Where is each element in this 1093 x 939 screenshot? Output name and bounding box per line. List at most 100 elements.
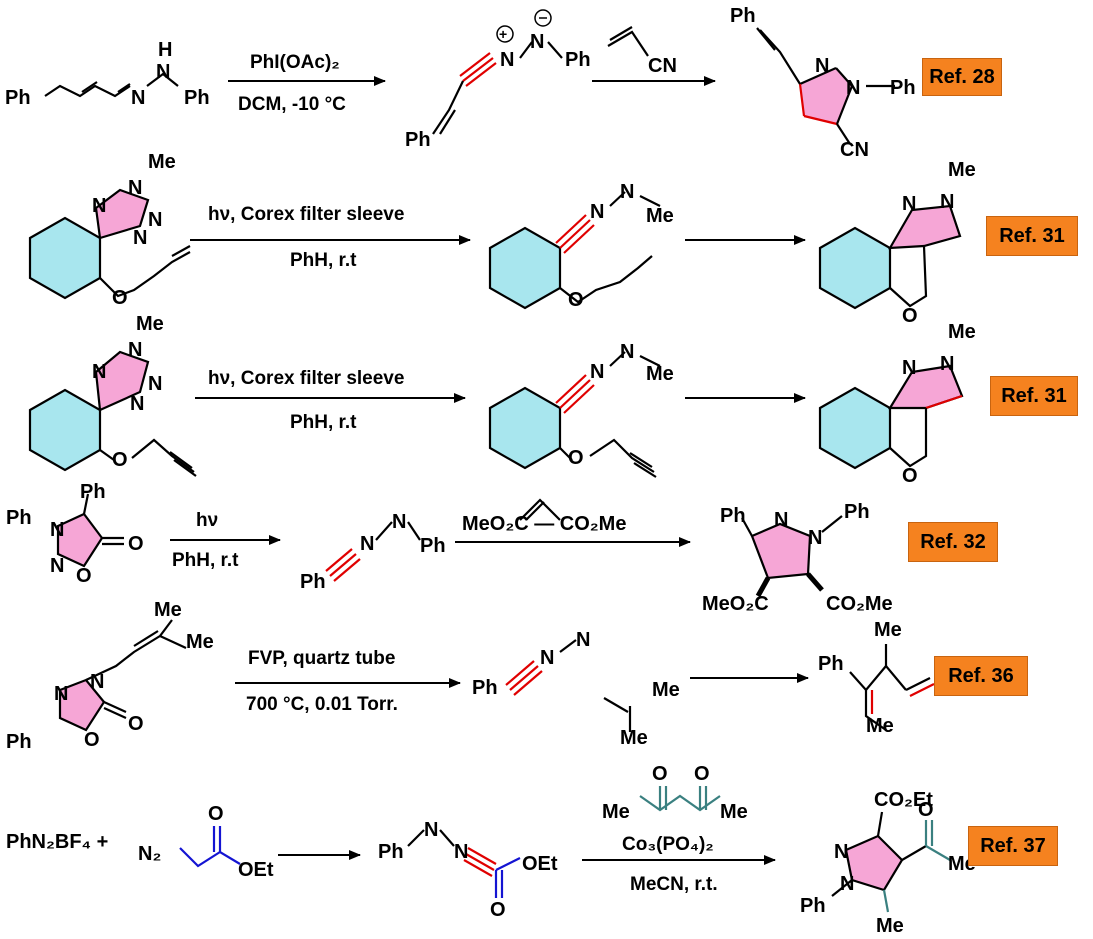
benzene-ring-2b xyxy=(488,226,562,310)
benzene-ring-3 xyxy=(28,388,102,472)
reactant-1-NH: N xyxy=(156,61,170,83)
product-4-co2me-left: MeO₂C xyxy=(702,593,769,615)
acac-O-right: O xyxy=(694,763,710,785)
ref-badge-row6: Ref. 37 xyxy=(968,826,1058,866)
nitrile-imine-2-me: Me xyxy=(646,205,674,227)
product-6-co2et: CO₂Et xyxy=(874,789,933,811)
oxadiazolone-ph: Ph xyxy=(6,731,32,753)
product-5-me-top: Me xyxy=(874,619,902,641)
product-2-N2: N xyxy=(940,191,954,213)
sydnone-ph-C: Ph xyxy=(80,481,106,503)
tetrazole-N: N xyxy=(92,195,106,217)
nitrile-imine-4-N-minus: N xyxy=(392,511,406,533)
row6-start-material: PhN₂BF₄ + xyxy=(6,831,108,853)
ref-badge-row3: Ref. 31 xyxy=(990,376,1078,416)
product-5-ph: Ph xyxy=(818,653,844,675)
nitrile-imine-6-OEt: OEt xyxy=(522,853,558,875)
svg-text:+: + xyxy=(499,26,507,42)
tetrazole-3-N4: N xyxy=(130,393,144,415)
nitrile-imine-5-me-right: Me xyxy=(652,679,680,701)
sydnone-O: O xyxy=(76,565,92,587)
reaction-row-2 xyxy=(28,188,191,300)
pyrazole-ring-6 xyxy=(844,834,904,892)
acac-me-left: Me xyxy=(602,801,630,823)
nitrile-imine-6-N-minus: N xyxy=(424,819,438,841)
diazo-carbonyl-O: O xyxy=(208,803,224,825)
nitrile-imine-5-N: N xyxy=(540,647,554,669)
oxadiazolone-carbonyl-O: O xyxy=(128,713,144,735)
oxadiazolone-N2: N xyxy=(90,671,104,693)
nitrile-imine-5-N-minus: N xyxy=(576,629,590,651)
diazo-OEt: OEt xyxy=(238,859,274,881)
product-6-ph: Ph xyxy=(800,895,826,917)
product-4-N2: N xyxy=(808,527,822,549)
ref-badge-row2: Ref. 31 xyxy=(986,216,1078,256)
reactant-1-H: H xyxy=(158,39,172,61)
row4-cond-below: PhH, r.t xyxy=(172,550,239,571)
row2-cond-below: PhH, r.t xyxy=(290,250,357,271)
pyrazoline-ring-4 xyxy=(750,522,812,580)
row5-cond-below: 700 °C, 0.01 Torr. xyxy=(246,694,398,715)
row1-cond-above: PhI(OAc)₂ xyxy=(250,52,340,73)
nitrile-imine-3-N: N xyxy=(590,361,604,383)
tetrazole-3-N2: N xyxy=(128,339,142,361)
row6-cond-below: MeCN, r.t. xyxy=(630,874,718,895)
nitrile-imine-2-N: N xyxy=(590,201,604,223)
pyrazole-ring-3 xyxy=(888,364,964,410)
nitrile-imine-1-N: N xyxy=(500,49,514,71)
product-6-N: N xyxy=(834,841,848,863)
oxadiazolone-ring xyxy=(58,678,106,732)
pyrazoline-ring-2 xyxy=(888,204,962,250)
benzene-ring-3c xyxy=(818,386,892,470)
product-5-me-bottom: Me xyxy=(866,715,894,737)
benzene-ring-2 xyxy=(28,216,102,300)
nitrile-imine-4-N: N xyxy=(360,533,374,555)
prenyl-me-right: Me xyxy=(186,631,214,653)
nitrile-imine-1-N-minus: N xyxy=(530,31,544,53)
ref-badge-row1: Ref. 28 xyxy=(922,58,1002,96)
tetrazole-me: Me xyxy=(148,151,176,173)
product-1-ph: Ph xyxy=(890,77,916,99)
tetrazole-N3: N xyxy=(148,209,162,231)
prenyl-me-top: Me xyxy=(154,599,182,621)
tetrazole-N4: N xyxy=(133,227,147,249)
sydnone-ring xyxy=(56,512,104,568)
ether-O-2b: O xyxy=(568,289,584,311)
nitrile-imine-6-O: O xyxy=(490,899,506,921)
pyrazoline-ring-1 xyxy=(800,68,852,124)
nitrile-imine-1-ph: Ph xyxy=(565,49,591,71)
benzene-ring-2c xyxy=(818,226,892,310)
ref-badge-row4: Ref. 32 xyxy=(908,522,998,562)
tetrazole-3-N3: N xyxy=(148,373,162,395)
product-4-ph-left: Ph xyxy=(720,505,746,527)
product-4-N: N xyxy=(774,509,788,531)
nitrile-imine-6-N: N xyxy=(454,841,468,863)
ether-O-3: O xyxy=(112,449,128,471)
ether-O-3b: O xyxy=(568,447,584,469)
acac-me-right: Me xyxy=(720,801,748,823)
product-3-me: Me xyxy=(948,321,976,343)
row4-cond-above: hν xyxy=(196,510,218,531)
product-3-O: O xyxy=(902,465,918,487)
nitrile-imine-5-ph: Ph xyxy=(472,677,498,699)
row3-cond-below: PhH, r.t xyxy=(290,412,357,433)
product-1-ph-top: Ph xyxy=(730,5,756,27)
nitrile-imine-1-triple-bond xyxy=(462,57,494,82)
acac-O-left: O xyxy=(652,763,668,785)
tetrazole-3-N: N xyxy=(92,361,106,383)
nitrile-imine-5-me-bottom: Me xyxy=(620,727,648,749)
product-2-O: O xyxy=(902,305,918,327)
sydnone-N1: N xyxy=(50,519,64,541)
nitrile-imine-3-N-minus: N xyxy=(620,341,634,363)
tetrazole-3-me: Me xyxy=(136,313,164,335)
row6-cond-above: Co₃(PO₄)₂ xyxy=(622,834,714,855)
reactant-1-ph-right: Ph xyxy=(184,87,210,109)
nitrile-imine-6-ph: Ph xyxy=(378,841,404,863)
nitrile-imine-3-me: Me xyxy=(646,363,674,385)
product-2-N: N xyxy=(902,193,916,215)
diazo-n2-label: N₂ xyxy=(138,843,161,865)
nitrile-imine-4-ph2: Ph xyxy=(420,535,446,557)
tetrazole-ring-2 xyxy=(94,188,150,240)
product-3-N: N xyxy=(902,357,916,379)
row3-cond-above: hν, Corex filter sleeve xyxy=(208,368,404,389)
